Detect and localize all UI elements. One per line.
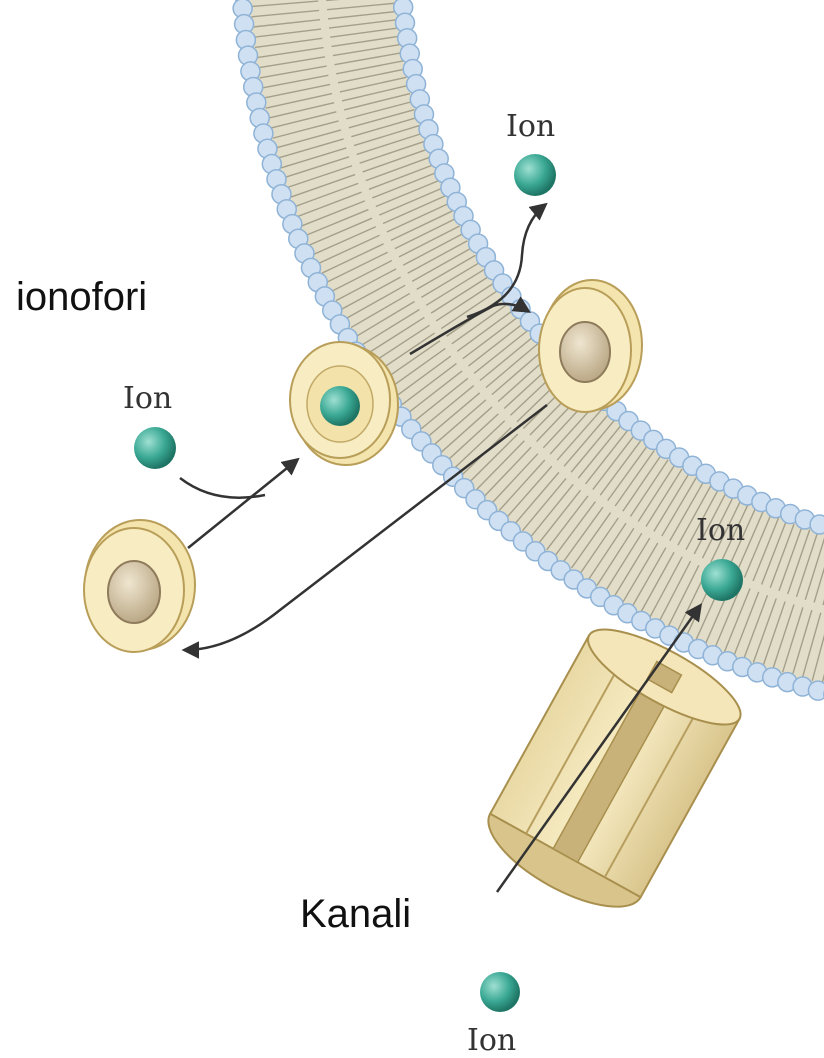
ion-right [701,559,743,601]
carrier-core [560,322,610,382]
ion-label-top: Ion [506,109,555,144]
phospholipid-head [808,681,824,700]
arrow-carrier-to-membrane [188,460,297,548]
ion-bottom [480,972,520,1012]
ionophores-label: ionofori [16,275,147,319]
ion-bound [320,386,360,426]
ionophore-carrier-inside-membrane [290,342,398,465]
ionophore-carrier-left [84,520,195,652]
carrier-core [108,561,160,623]
ion-label-left: Ion [123,381,172,416]
ion-left [134,427,176,469]
ionophore-carrier-right [539,280,642,412]
channels-label: Kanali [300,892,411,936]
ion-label-right: Ion [696,513,745,548]
ion-label-bottom: Ion [467,1023,516,1058]
ion-top [514,154,556,196]
phospholipid-head [810,515,824,534]
